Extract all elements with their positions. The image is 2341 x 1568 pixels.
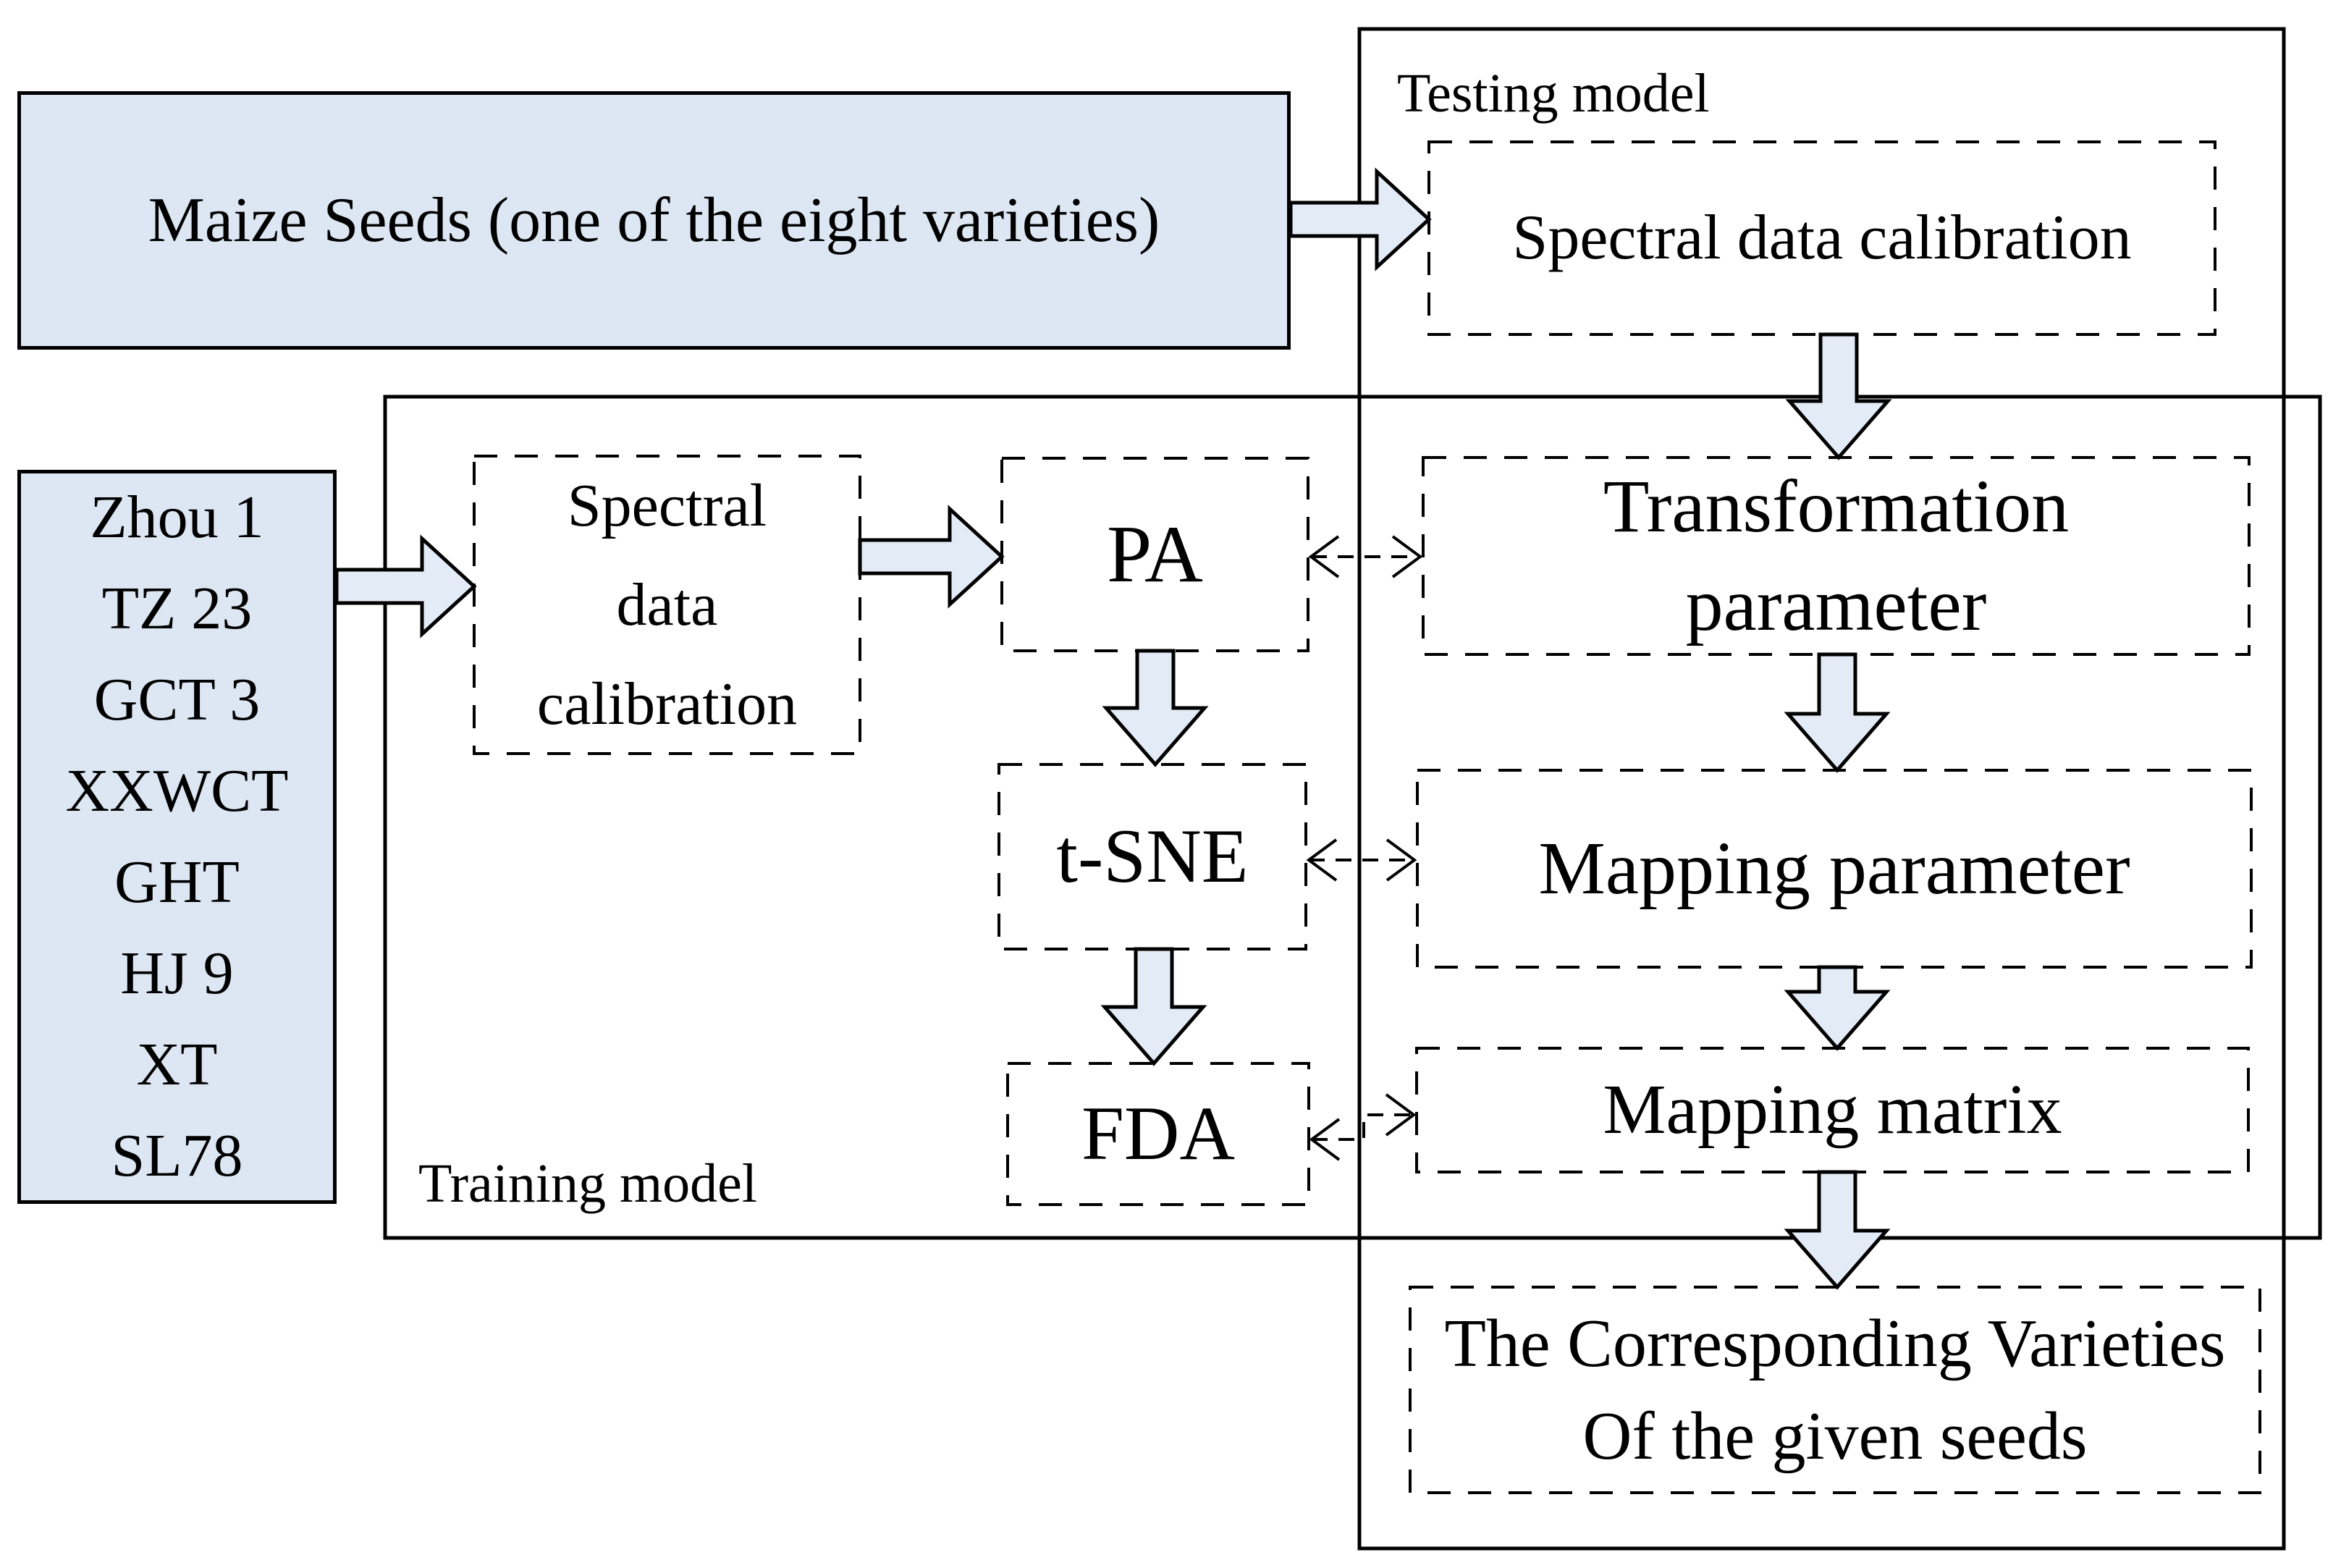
arrow-mapping-parameter-to-mapping-matrix [1784,965,1891,1051]
arrow-maize-to-testing-calibration [1288,167,1432,271]
arrow-pa-to-tsne [1102,649,1209,767]
testing-spectral-calibration-box: Spectral data calibration [1429,142,2215,334]
variety-item: Zhou 1 [90,484,264,551]
mapping-matrix-box: Mapping matrix [1417,1048,2248,1172]
arrow-calibration-to-pa [858,505,1005,609]
mapping-matrix-text: Mapping matrix [1603,1071,2062,1150]
arrow-transformation-to-mapping-parameter [1784,652,1891,773]
testing-spectral-calibration-text: Spectral data calibration [1512,203,2132,273]
dashed-arrow-pa-transformation [1308,535,1423,578]
transformation-line: Transformation [1603,465,2070,548]
training-spectral-calibration-box: Spectral data calibration [474,456,860,754]
arrow-testing-calibration-to-transformation [1785,332,1892,460]
varieties-list-box: Zhou 1 TZ 23 GCT 3 XXWCT GHT HJ 9 XT SL7… [17,470,337,1204]
result-varieties-box: The Corresponding Varieties Of the given… [1410,1287,2260,1493]
result-line: Of the given seeds [1582,1399,2088,1474]
arrow-tsne-to-fda [1100,947,1207,1066]
training-calibration-line: Spectral [567,472,767,539]
result-line: The Corresponding Varieties [1444,1306,2226,1381]
variety-item: XT [136,1031,218,1098]
maize-seeds-text: Maize Seeds (one of the eight varieties) [148,185,1160,256]
transformation-line: parameter [1685,563,1987,646]
fda-text: FDA [1081,1091,1236,1176]
variety-item: SL78 [111,1122,243,1189]
testing-model-label: Testing model [1397,63,1710,124]
variety-item: XXWCT [65,757,289,825]
variety-item: GCT 3 [93,666,261,733]
training-calibration-line: data [616,571,718,638]
pa-text: PA [1107,510,1203,599]
arrow-mapping-matrix-to-result [1784,1170,1891,1290]
variety-item: HJ 9 [120,940,234,1007]
mapping-parameter-text: Mapping parameter [1538,827,2130,910]
dashed-arrow-tsne-mapping-parameter [1306,838,1417,882]
pa-box: PA [1002,458,1308,651]
fda-box: FDA [1008,1063,1309,1205]
training-model-label: Training model [418,1153,757,1214]
tsne-text: t-SNE [1056,814,1249,899]
dashed-arrow-fda-mapping-matrix [1309,1093,1417,1161]
variety-item: GHT [114,848,240,916]
tsne-box: t-SNE [999,764,1306,949]
training-calibration-line: calibration [536,670,798,738]
arrow-varieties-to-training-calibration [334,534,477,638]
mapping-parameter-box: Mapping parameter [1417,770,2251,967]
variety-item: TZ 23 [101,575,253,642]
maize-seeds-box: Maize Seeds (one of the eight varieties) [17,91,1291,350]
transformation-parameter-box: Transformation parameter [1423,458,2249,654]
